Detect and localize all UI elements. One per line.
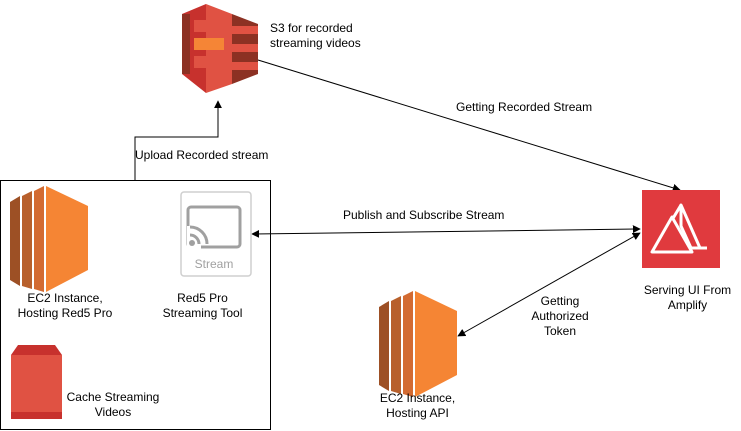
getting-recorded-edge-label: Getting Recorded Stream — [456, 100, 593, 114]
ec2-api-label: EC2 Instance, Hosting API — [370, 391, 465, 421]
ec2-api-label-line1: EC2 Instance, — [379, 391, 456, 405]
amplify-label-line1: Serving UI From — [643, 283, 732, 297]
token-edge-label-line2: Authorized — [531, 309, 589, 323]
cast-icon — [180, 191, 252, 277]
token-edge — [457, 232, 641, 337]
red5-tool-label: Red5 Pro Streaming Tool — [150, 291, 255, 321]
publish-subscribe-edge-label: Publish and Subscribe Stream — [343, 208, 505, 222]
cache-label-line2: Videos — [94, 405, 132, 419]
amplify-label-line2: Amplify — [667, 298, 708, 312]
ec2-api-label-line2: Hosting API — [386, 406, 449, 420]
red5-tool-label-line1: Red5 Pro — [177, 291, 228, 305]
upload-edge-label: Upload Recorded stream — [135, 148, 269, 162]
amplify-label: Serving UI From Amplify — [634, 283, 741, 313]
ec2-red5-icon — [10, 186, 88, 292]
token-edge-label: Getting Authorized Token — [525, 294, 595, 339]
red5-tool-label-line2: Streaming Tool — [162, 306, 243, 320]
s3-label-line1: S3 for recorded — [270, 21, 353, 35]
red5-group-box — [0, 180, 271, 430]
amplify-icon — [642, 190, 720, 268]
cast-icon-caption: Stream — [195, 257, 234, 271]
ec2-api-icon — [379, 291, 457, 397]
s3-label: S3 for recorded streaming videos — [270, 21, 361, 51]
publish-subscribe-edge — [251, 225, 641, 238]
ec2-red5-label-line1: EC2 Instance, — [27, 291, 103, 305]
getting-recorded-edge — [257, 59, 681, 192]
upload-edge — [134, 100, 222, 180]
cache-label-line1: Cache Streaming — [66, 390, 160, 404]
s3-bucket-icon — [182, 4, 258, 93]
cache-icon — [11, 345, 62, 419]
s3-label-line2: streaming videos — [270, 36, 361, 50]
ec2-red5-label: EC2 Instance, Hosting Red5 Pro — [0, 291, 130, 321]
ec2-red5-label-line2: Hosting Red5 Pro — [17, 306, 113, 320]
token-edge-label-line3: Token — [543, 324, 577, 338]
token-edge-label-line1: Getting — [540, 294, 580, 308]
cache-label: Cache Streaming Videos — [60, 390, 166, 420]
